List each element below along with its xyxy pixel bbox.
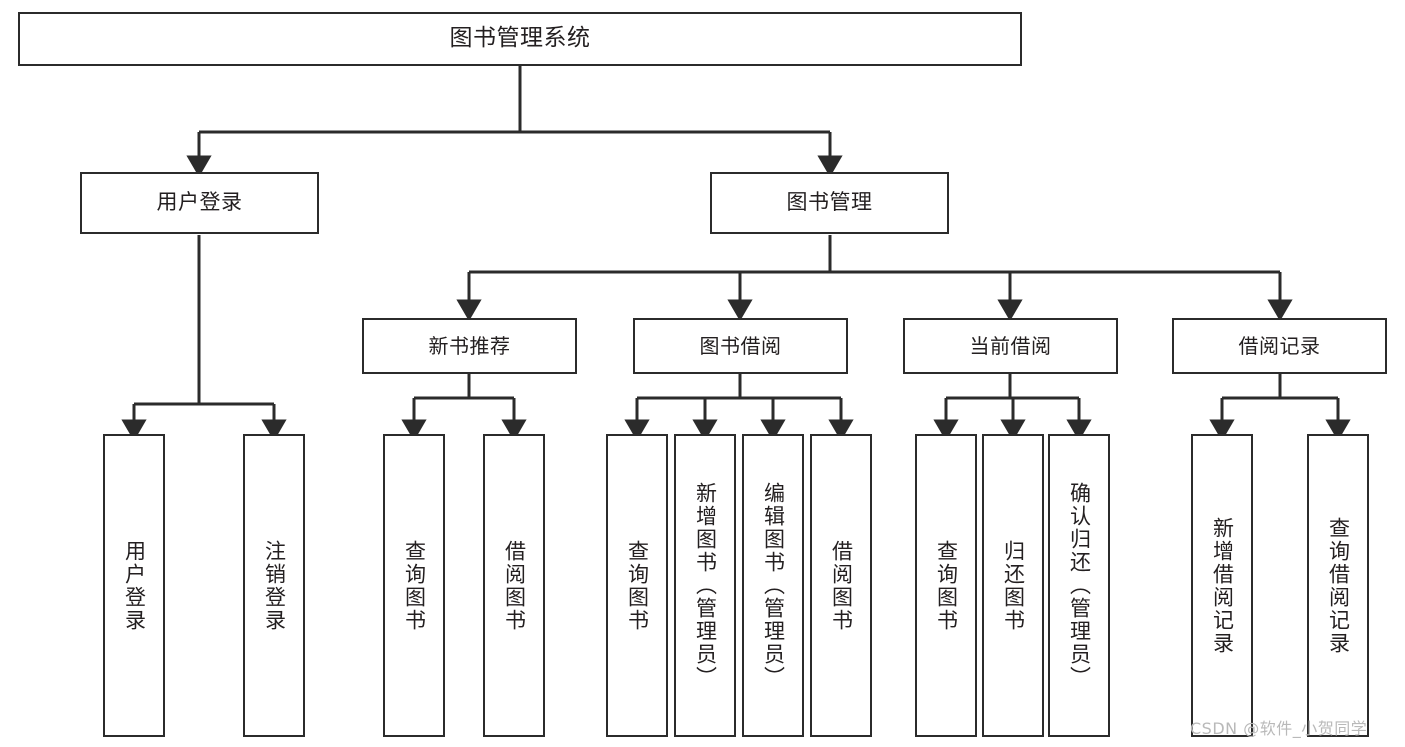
leaf-edit-book-admin-label: 编辑图书（管理员） (761, 482, 786, 689)
leaf-add-book-admin[interactable]: 新增图书（管理员） (674, 434, 736, 737)
leaf-query-book-current-label: 查询图书 (934, 539, 959, 632)
node-new-book-recommend[interactable]: 新书推荐 (362, 318, 577, 374)
leaf-query-book-borrow[interactable]: 查询图书 (606, 434, 668, 737)
leaf-borrow-book-label: 借阅图书 (829, 539, 854, 632)
leaf-query-borrow-record-label: 查询借阅记录 (1326, 516, 1351, 655)
leaf-logout-label: 注销登录 (262, 539, 287, 632)
leaf-borrow-book-recommend[interactable]: 借阅图书 (483, 434, 545, 737)
leaf-query-book-borrow-label: 查询图书 (625, 539, 650, 632)
leaf-confirm-return-admin[interactable]: 确认归还（管理员） (1048, 434, 1110, 737)
leaf-return-book-label: 归还图书 (1001, 539, 1026, 632)
leaf-query-book-recommend[interactable]: 查询图书 (383, 434, 445, 737)
node-current-borrow[interactable]: 当前借阅 (903, 318, 1118, 374)
leaf-query-book-recommend-label: 查询图书 (402, 539, 427, 632)
node-book-management-label: 图书管理 (786, 190, 873, 215)
leaf-query-borrow-record[interactable]: 查询借阅记录 (1307, 434, 1369, 737)
leaf-user-login[interactable]: 用户登录 (103, 434, 165, 737)
leaf-add-book-admin-label: 新增图书（管理员） (693, 482, 718, 689)
node-user-login-label: 用户登录 (156, 190, 243, 215)
leaf-user-login-label: 用户登录 (122, 539, 147, 632)
node-borrow-records[interactable]: 借阅记录 (1172, 318, 1387, 374)
leaf-confirm-return-admin-label: 确认归还（管理员） (1067, 482, 1092, 689)
node-current-borrow-label: 当前借阅 (969, 333, 1052, 358)
leaf-return-book[interactable]: 归还图书 (982, 434, 1044, 737)
node-book-management[interactable]: 图书管理 (710, 172, 949, 234)
leaf-logout[interactable]: 注销登录 (243, 434, 305, 737)
node-borrow-records-label: 借阅记录 (1238, 333, 1321, 358)
leaf-add-borrow-record[interactable]: 新增借阅记录 (1191, 434, 1253, 737)
node-root-system-label: 图书管理系统 (449, 25, 591, 52)
csdn-watermark: CSDN @软件_小贺同学 (1190, 719, 1368, 738)
node-user-login[interactable]: 用户登录 (80, 172, 319, 234)
node-new-book-recommend-label: 新书推荐 (428, 333, 511, 358)
leaf-edit-book-admin[interactable]: 编辑图书（管理员） (742, 434, 804, 737)
node-root-system[interactable]: 图书管理系统 (18, 12, 1022, 66)
leaf-query-book-current[interactable]: 查询图书 (915, 434, 977, 737)
node-book-borrow-label: 图书借阅 (699, 333, 782, 358)
leaf-borrow-book[interactable]: 借阅图书 (810, 434, 872, 737)
leaf-borrow-book-recommend-label: 借阅图书 (502, 539, 527, 632)
node-book-borrow[interactable]: 图书借阅 (633, 318, 848, 374)
leaf-add-borrow-record-label: 新增借阅记录 (1210, 516, 1235, 655)
